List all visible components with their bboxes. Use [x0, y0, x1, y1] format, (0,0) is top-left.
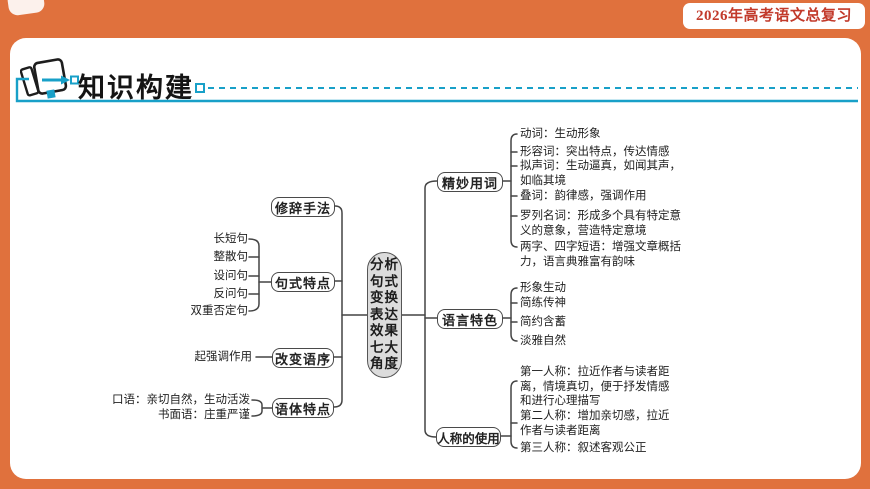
leaf-vivid: 形象生动	[520, 282, 566, 294]
branch-sentence-pattern: 句式特点	[271, 272, 335, 292]
leaf-emphasis: 起强调作用	[194, 351, 253, 363]
center-node: 分析 句式 变换 表达 效果 七大 角度	[367, 252, 402, 378]
leaf-implicit: 简约含蓄	[520, 316, 566, 328]
leaf-neat-loose: 整散句	[213, 251, 249, 263]
leaf-first-person: 第一人称：拉近作者与读者距离，情境真切，便于抒发情感和进行心理描写	[520, 366, 670, 408]
leaf-noun-listing: 罗列名词：形成多个具有特定意义的意象，营造特定意境	[520, 210, 681, 237]
leaf-written: 书面语：庄重严谨	[158, 409, 250, 421]
leaf-colloquial: 口语：亲切自然，生动活泼	[112, 394, 250, 406]
leaf-onomatopoeia: 拟声词：生动逼真，如闻其声，如临其境	[520, 160, 681, 187]
leaf-verbs: 动词：生动形象	[520, 128, 601, 140]
leaf-short-phrases: 两字、四字短语：增强文章概括力，语言典雅富有韵味	[520, 241, 681, 268]
branch-register: 语体特点	[272, 398, 334, 418]
leaf-long-short: 长短句	[213, 233, 249, 245]
leaf-rhetorical-question: 设问句	[213, 270, 249, 282]
branch-word-order: 改变语序	[272, 348, 334, 368]
branch-rhetoric: 修辞手法	[271, 197, 335, 217]
leaf-adjectives: 形容词：突出特点，传达情感	[520, 146, 670, 158]
leaf-second-person: 第二人称：增加亲切感，拉近作者与读者距离	[520, 410, 670, 437]
leaf-elegant: 淡雅自然	[520, 335, 566, 347]
leaf-reduplication: 叠词：韵律感，强调作用	[520, 190, 647, 202]
course-badge: 2026年高考语文总复习	[682, 3, 865, 29]
page-title: 知识构建	[78, 73, 194, 103]
leaf-concise: 简练传神	[520, 297, 566, 309]
branch-person: 人称的使用	[436, 427, 501, 447]
branch-language-style: 语言特色	[437, 309, 503, 329]
notebook-pen-icon	[20, 58, 79, 99]
corner-decoration	[6, 0, 46, 17]
leaf-third-person: 第三人称：叙述客观公正	[520, 442, 647, 454]
leaf-counter-question: 反问句	[213, 288, 249, 300]
leaf-double-negative: 双重否定句	[190, 305, 249, 317]
branch-diction: 精妙用词	[437, 172, 503, 192]
